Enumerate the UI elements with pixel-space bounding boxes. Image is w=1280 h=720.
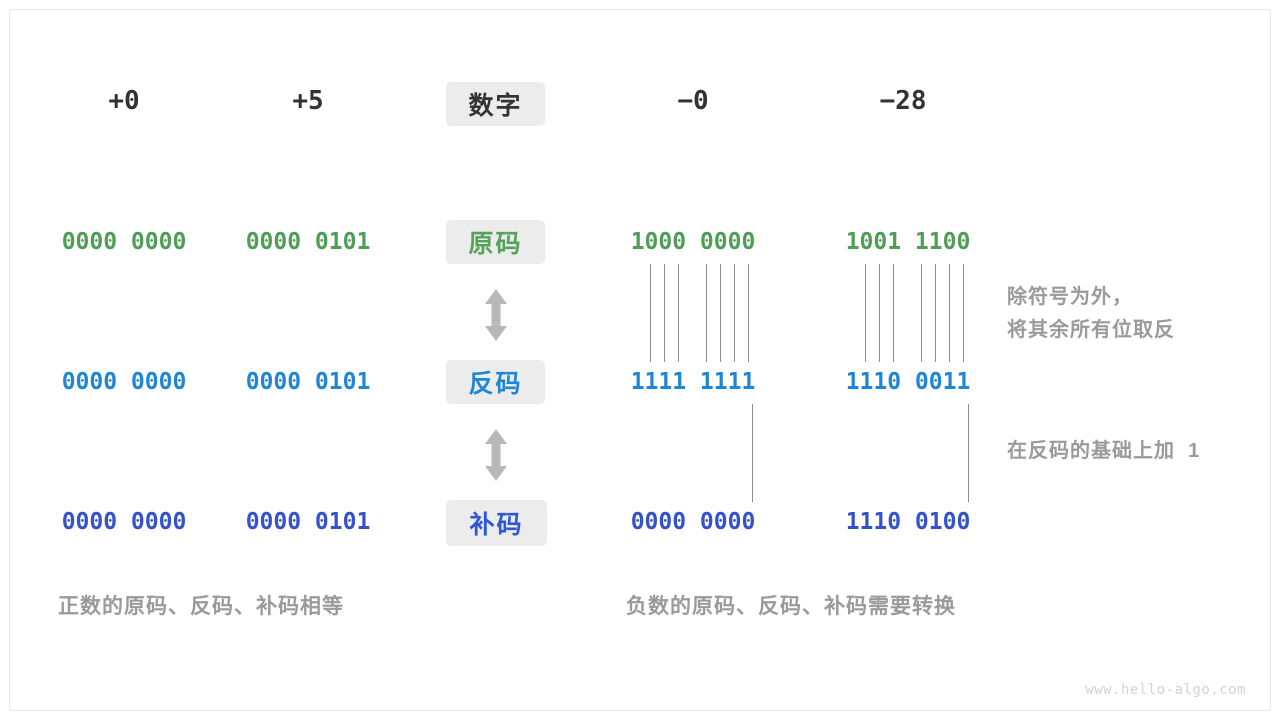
- annotation-add-one: 在反码的基础上加 1: [1007, 440, 1201, 462]
- sign-magnitude-value-plus-zero: 0000 0000: [61, 229, 187, 255]
- twos-complement-value-minus-twentyeight: 1110 0100: [845, 509, 971, 535]
- connector-rule: [935, 264, 936, 362]
- connector-rule: [968, 404, 969, 502]
- header-column-plus-five: +5: [292, 86, 324, 116]
- twos-complement-value-plus-five: 0000 0101: [245, 509, 371, 535]
- connector-rule: [865, 264, 866, 362]
- row-chip-ones-complement: 反码: [446, 360, 545, 404]
- ones-complement-value-plus-five: 0000 0101: [245, 369, 371, 395]
- sign-magnitude-value-minus-zero: 1000 0000: [630, 229, 756, 255]
- sign-magnitude-value-plus-five: 0000 0101: [245, 229, 371, 255]
- header-column-minus-zero: −0: [677, 86, 709, 116]
- connector-rule: [879, 264, 880, 362]
- watermark: www.hello-algo.com: [1085, 682, 1246, 698]
- toggle-arrow-sign-to-ones-icon: [481, 288, 511, 342]
- connector-rule: [650, 264, 651, 362]
- connector-rule: [720, 264, 721, 362]
- annotation-invert-bits-line2: 将其余所有位取反: [1007, 319, 1175, 341]
- connector-rule: [949, 264, 950, 362]
- connector-rule: [734, 264, 735, 362]
- header-column-minus-twentyeight: −28: [879, 86, 927, 116]
- caption-positive-numbers: 正数的原码、反码、补码相等: [58, 595, 344, 618]
- connector-rule: [706, 264, 707, 362]
- ones-complement-value-minus-zero: 1111 1111: [630, 369, 756, 395]
- connector-rule: [893, 264, 894, 362]
- ones-complement-value-minus-twentyeight: 1110 0011: [845, 369, 971, 395]
- ones-complement-value-plus-zero: 0000 0000: [61, 369, 187, 395]
- connector-rule: [752, 404, 753, 502]
- toggle-arrow-ones-to-twos-icon: [481, 428, 511, 482]
- twos-complement-value-plus-zero: 0000 0000: [61, 509, 187, 535]
- annotation-invert-bits-line1: 除符号为外，: [1007, 286, 1133, 308]
- connector-rule: [678, 264, 679, 362]
- caption-negative-numbers: 负数的原码、反码、补码需要转换: [626, 595, 956, 618]
- row-chip-sign-magnitude: 原码: [446, 220, 545, 264]
- twos-complement-value-minus-zero: 0000 0000: [630, 509, 756, 535]
- connector-rule: [664, 264, 665, 362]
- header-column-plus-zero: +0: [108, 86, 140, 116]
- header-chip-number: 数字: [446, 82, 545, 126]
- sign-magnitude-value-minus-twentyeight: 1001 1100: [845, 229, 971, 255]
- connector-rule: [921, 264, 922, 362]
- connector-rule: [963, 264, 964, 362]
- row-chip-twos-complement: 补码: [446, 500, 547, 546]
- connector-rule: [748, 264, 749, 362]
